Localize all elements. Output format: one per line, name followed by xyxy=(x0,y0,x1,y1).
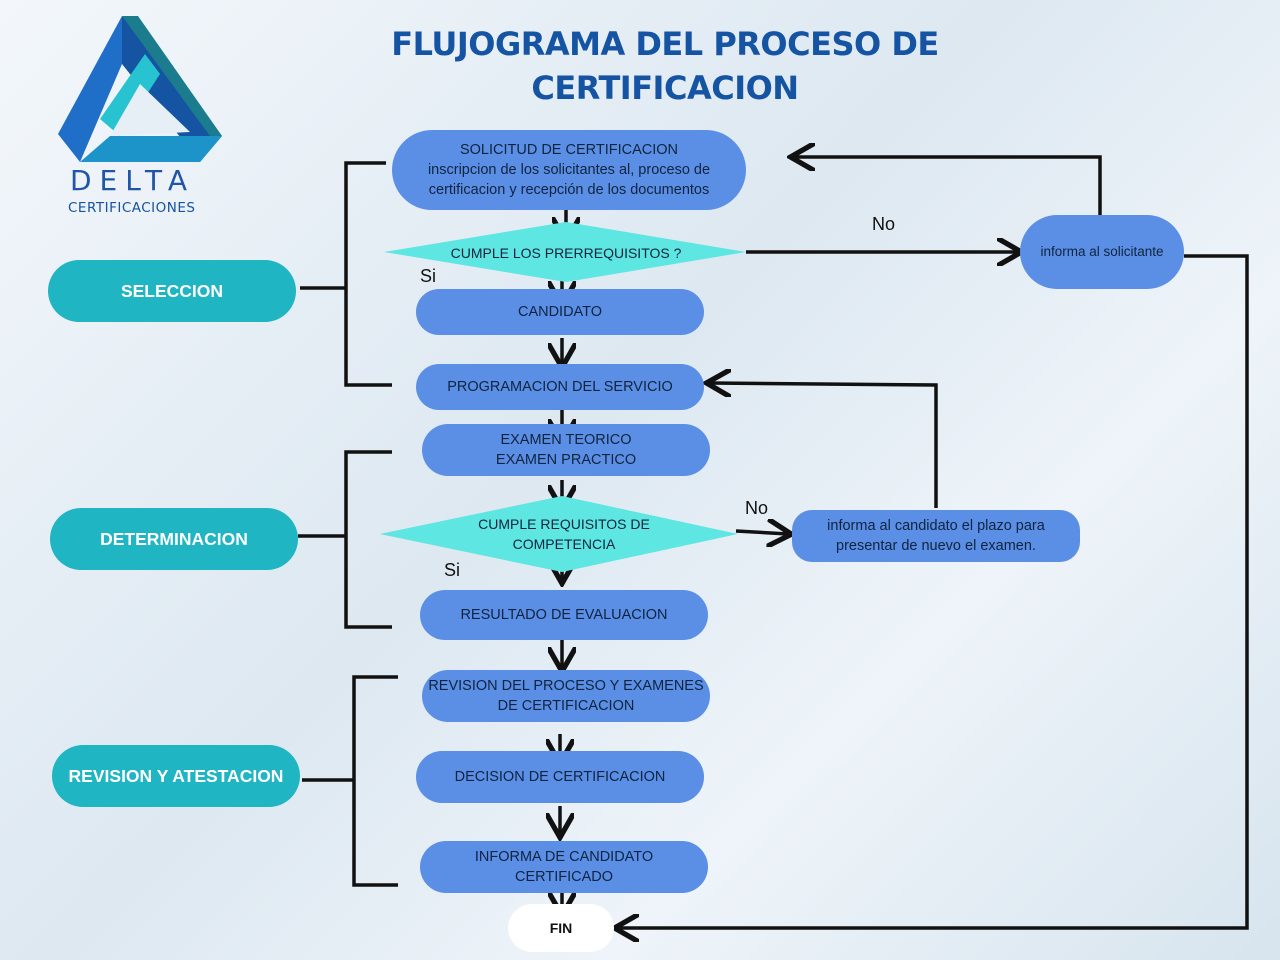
prerequisites-decision-shape xyxy=(384,222,746,282)
delta-logo: DELTA CERTIFICACIONES xyxy=(50,14,230,216)
logo-subtitle: CERTIFICACIONES xyxy=(68,200,196,216)
delta-triangle-icon xyxy=(58,16,222,162)
node-solicitud: SOLICITUD DE CERTIFICACION inscripcion d… xyxy=(392,130,746,210)
node-informa-solicitante: informa al solicitante xyxy=(1020,215,1184,289)
label-no-prerequisitos: No xyxy=(872,214,896,234)
node-programacion: PROGRAMACION DEL SERVICIO xyxy=(416,364,704,410)
node-competencia-label: CUMPLE REQUISITOS DE COMPETENCIA xyxy=(478,516,650,552)
node-fin: FIN xyxy=(508,904,614,952)
node-examen: EXAMEN TEORICO EXAMEN PRACTICO xyxy=(422,424,710,476)
node-resultado: RESULTADO DE EVALUACION xyxy=(420,590,708,640)
competence-decision-shape xyxy=(380,496,738,572)
phase-revision-atestacion: REVISION Y ATESTACION xyxy=(52,745,300,807)
phase-seleccion: SELECCION xyxy=(48,260,296,322)
label-si-prerequisitos: Si xyxy=(420,266,437,286)
logo-name: DELTA xyxy=(70,164,196,197)
label-si-competencia: Si xyxy=(444,560,461,580)
label-no-competencia: No xyxy=(745,498,769,518)
node-prerequisitos-label: CUMPLE LOS PRERREQUISITOS ? xyxy=(450,245,682,261)
node-informa-certificado: INFORMA DE CANDIDATO CERTIFICADO xyxy=(420,841,708,893)
node-informa-plazo: informa al candidato el plazo para prese… xyxy=(792,510,1080,562)
page-title: FLUJOGRAMA DEL PROCESO DE CERTIFICACION xyxy=(391,25,939,107)
node-decision: DECISION DE CERTIFICACION xyxy=(416,751,704,803)
node-candidato: CANDIDATO xyxy=(416,289,704,335)
node-revision: REVISION DEL PROCESO Y EXAMENES DE CERTI… xyxy=(422,670,710,722)
phase-determinacion: DETERMINACION xyxy=(50,508,298,570)
